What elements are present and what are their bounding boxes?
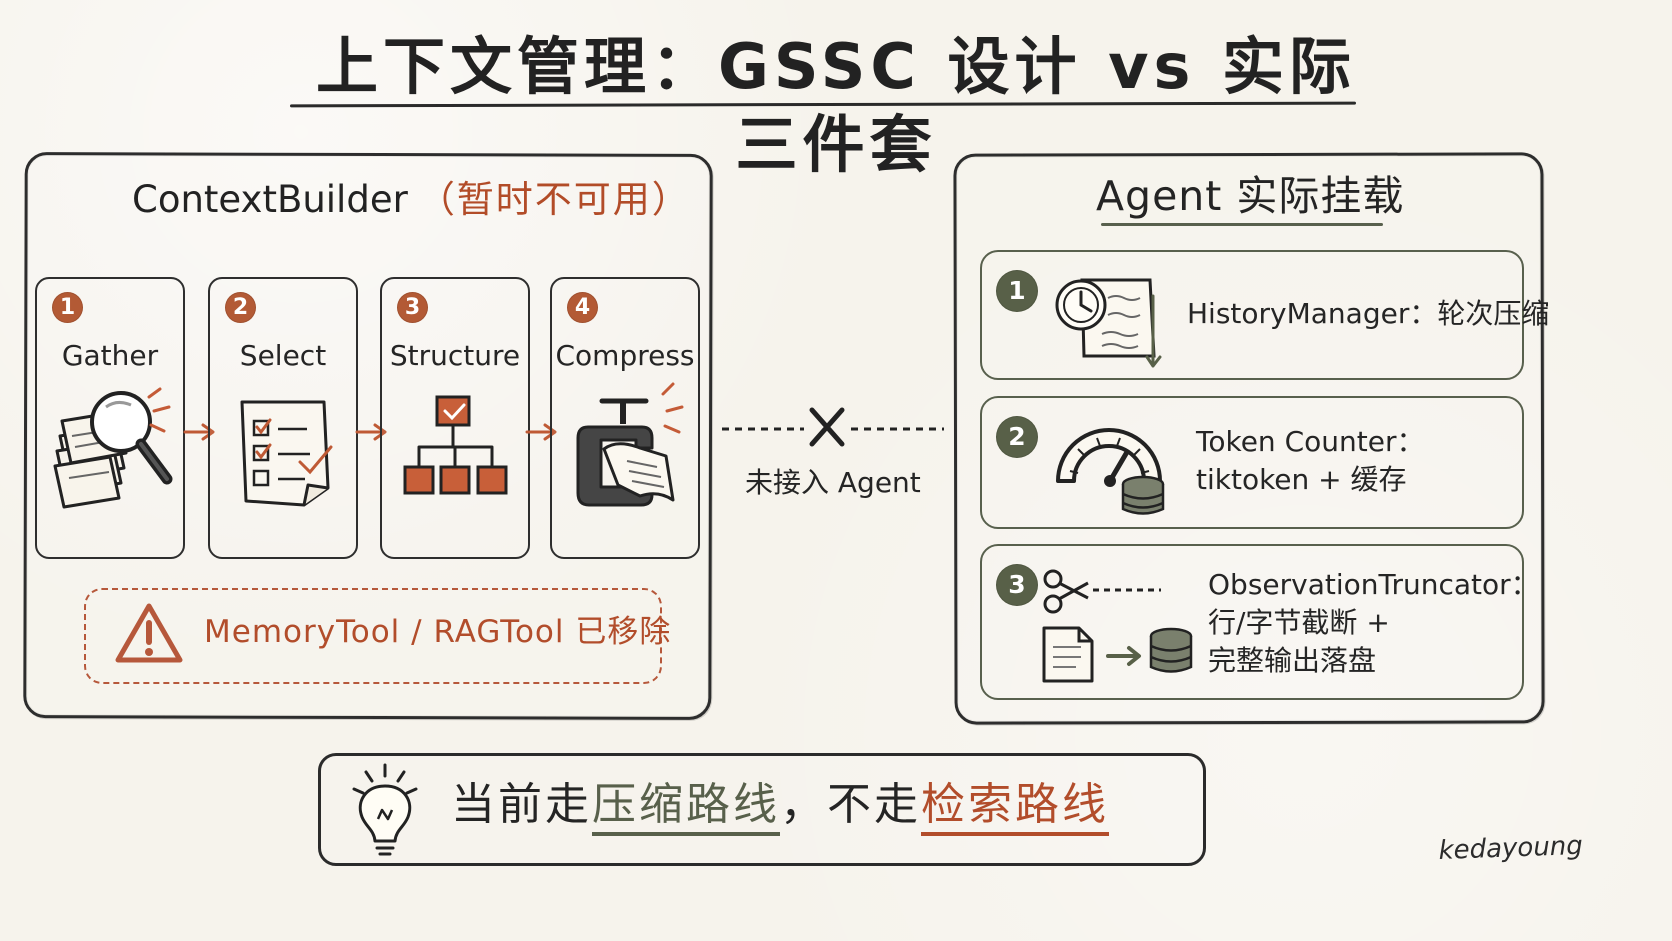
hierarchy-icon xyxy=(403,395,508,495)
route-summary-text: 当前走压缩路线，不走检索路线 xyxy=(451,776,1109,836)
observation-truncator-card: 3 ObservationTrunca xyxy=(980,544,1539,700)
gauge-database-icon xyxy=(1056,428,1165,515)
gather-step-label: Gather xyxy=(61,339,159,372)
not-connected-agent-label: 未接入 Agent xyxy=(745,466,921,499)
history-manager-text: HistoryManager：轮次压缩 xyxy=(1187,297,1550,330)
removed-tools-warning-box: MemoryTool / RAGTool 已移除 xyxy=(84,588,670,684)
scissors-document-database-icon xyxy=(1042,569,1193,683)
history-manager-card: 1 HistoryManager：轮次压缩 xyxy=(980,250,1549,380)
route-summary-middle: ，不走 xyxy=(780,779,921,830)
token-counter-text: Token Counter： tiktoken + 缓存 xyxy=(1196,423,1424,499)
select-step-label: Select xyxy=(239,339,327,372)
gather-step-card: 1 Gather xyxy=(35,277,185,559)
removed-tools-warning-text: MemoryTool / RAGTool 已移除 xyxy=(204,614,672,650)
step-number-badge: 3 xyxy=(397,292,428,323)
page-title: 上下文管理：GSSC 设计 vs 实际三件套 xyxy=(316,30,1356,181)
retrieval-route-phrase: 检索路线 xyxy=(921,779,1109,836)
route-summary-prefix: 当前走 xyxy=(451,779,592,830)
select-to-structure-arrow-icon xyxy=(355,423,387,441)
agent-title-underline xyxy=(1101,223,1383,226)
token-counter-line-2: tiktoken + 缓存 xyxy=(1196,463,1407,496)
observation-truncator-line-3: 完整输出落盘 xyxy=(1208,644,1377,677)
history-document-icon xyxy=(1055,278,1162,368)
gather-to-select-arrow-icon xyxy=(183,423,215,441)
author-signature: kedayoung xyxy=(1438,830,1584,866)
observation-truncator-text: ObservationTruncator： 行/字节截断 + 完整输出落盘 xyxy=(1208,566,1539,680)
token-counter-line-1: Token Counter： xyxy=(1196,425,1425,458)
structure-step-card: 3 Structure xyxy=(380,277,530,559)
not-connected-link-icon xyxy=(722,407,944,447)
warning-triangle-icon xyxy=(115,603,183,663)
observation-truncator-line-2: 行/字节截断 + xyxy=(1208,606,1390,639)
select-step-card: 2 Select xyxy=(208,277,358,559)
route-summary-box: 当前走压缩路线，不走检索路线 xyxy=(318,753,1206,866)
lightbulb-icon xyxy=(352,763,418,856)
mount-number-badge: 3 xyxy=(996,564,1038,606)
structure-step-label: Structure xyxy=(389,339,521,372)
step-number-badge: 1 xyxy=(52,292,83,323)
contextbuilder-title: ContextBuilder（暂时不可用） xyxy=(132,176,691,224)
mount-number-badge: 2 xyxy=(996,416,1038,458)
structure-to-compress-arrow-icon xyxy=(525,423,557,441)
contextbuilder-title-main: ContextBuilder xyxy=(132,178,408,221)
clamp-compress-icon xyxy=(576,382,684,507)
magnifier-papers-icon xyxy=(53,387,173,509)
compress-step-card: 4 Compress xyxy=(550,277,700,559)
checklist-icon xyxy=(240,400,333,507)
compression-route-phrase: 压缩路线 xyxy=(592,779,780,836)
step-number-badge: 2 xyxy=(225,292,256,323)
contextbuilder-title-note: （暂时不可用） xyxy=(417,178,691,221)
step-number-badge: 4 xyxy=(567,292,598,323)
token-counter-card: 2 Token Counter： tiktoken + 缓存 xyxy=(980,396,1524,529)
compress-step-label: Compress xyxy=(555,339,695,372)
agent-actual-mounts-title: Agent 实际挂载 xyxy=(1096,172,1405,220)
mount-number-badge: 1 xyxy=(996,270,1038,312)
observation-truncator-line-1: ObservationTruncator： xyxy=(1208,568,1539,601)
